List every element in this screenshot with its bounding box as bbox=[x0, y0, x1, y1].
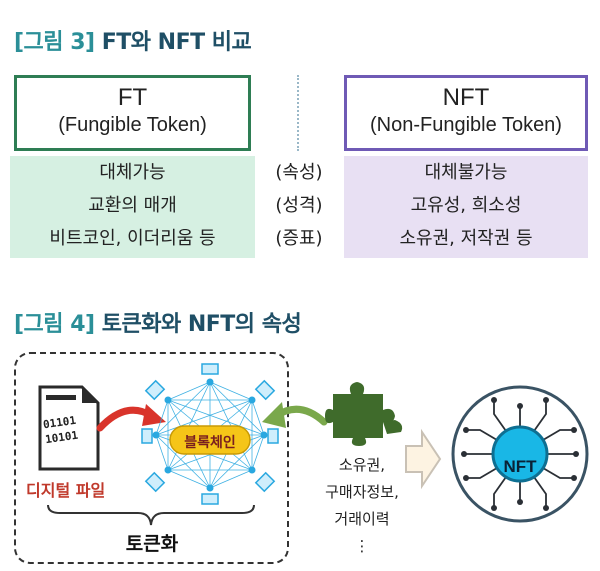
nft-attr-2: 고유성, 희소성 bbox=[410, 195, 522, 216]
tokenization-label: 토큰화 bbox=[125, 533, 179, 555]
chevron-right-icon bbox=[405, 428, 442, 490]
center-divider bbox=[297, 75, 299, 151]
nft-attr-3: 소유권, 저작권 등 bbox=[399, 228, 533, 249]
blockchain-label: 블록체인 bbox=[184, 435, 236, 451]
ft-box-subtitle: (Fungible Token) bbox=[58, 114, 207, 136]
brace-icon bbox=[47, 504, 255, 526]
green-arrow-icon bbox=[262, 402, 328, 428]
puzzle-icon bbox=[325, 382, 403, 446]
nft-attr-1: 대체불가능 bbox=[424, 162, 508, 183]
figure4-tag: [그림 4] bbox=[14, 312, 95, 337]
ft-attr-2: 교환의 매개 bbox=[88, 195, 177, 216]
nft-box-subtitle: (Non-Fungible Token) bbox=[370, 114, 562, 136]
figure3-tag: [그림 3] bbox=[14, 30, 95, 55]
blockchain-network-icon bbox=[141, 363, 279, 505]
document-icon bbox=[38, 385, 100, 471]
attribute-labels: (속성) (성격) (증표) bbox=[258, 156, 340, 258]
digital-file-label: 디지털 파일 bbox=[26, 481, 106, 500]
figure3-title: [그림 3] FT와 NFT 비교 bbox=[14, 24, 252, 56]
attr-label-3: (증표) bbox=[275, 228, 323, 249]
ft-attr-1: 대체가능 bbox=[99, 162, 166, 183]
nft-box-title: NFT bbox=[442, 84, 490, 111]
attr-label-2: (성격) bbox=[275, 195, 323, 216]
ft-box: FT (Fungible Token) bbox=[14, 75, 251, 151]
attr-buyer-info: 구매자정보, bbox=[325, 483, 399, 501]
nft-attributes-panel: 대체불가능 고유성, 희소성 소유권, 저작권 등 bbox=[344, 156, 588, 258]
figure4-title: [그림 4] 토큰화와 NFT의 속성 bbox=[14, 306, 302, 338]
figure3-heading: FT와 NFT 비교 bbox=[101, 30, 252, 55]
ft-box-title: FT bbox=[117, 84, 148, 111]
nft-chip-icon bbox=[451, 385, 589, 523]
ft-attributes-panel: 대체가능 교환의 매개 비트코인, 이더리움 등 bbox=[10, 156, 255, 258]
red-arrow-icon bbox=[96, 404, 166, 432]
binary-digits: 01101 10101 bbox=[42, 413, 79, 447]
attr-label-1: (속성) bbox=[275, 162, 323, 183]
attr-transaction-history: 거래이력 bbox=[334, 510, 390, 528]
nft-box: NFT (Non-Fungible Token) bbox=[344, 75, 588, 151]
attr-ellipsis: ⋮ bbox=[354, 537, 370, 555]
figure4-heading: 토큰화와 NFT의 속성 bbox=[101, 312, 302, 337]
nft-chip-label: NFT bbox=[503, 457, 537, 476]
attr-ownership: 소유권, bbox=[338, 456, 386, 474]
nft-attributes-list: 소유권, 구매자정보, 거래이력 ⋮ bbox=[312, 452, 412, 560]
tokenization-frame bbox=[14, 352, 289, 564]
ft-attr-3: 비트코인, 이더리움 등 bbox=[49, 228, 216, 249]
